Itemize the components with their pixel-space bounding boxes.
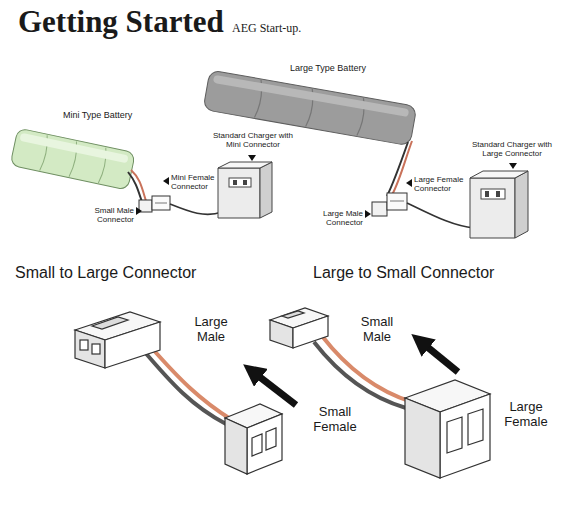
large-female-connector-top bbox=[390, 201, 404, 202]
connector-label: Large Female bbox=[496, 400, 556, 430]
subtitle: AEG Start-up. bbox=[232, 22, 352, 36]
right-adapter-wires bbox=[314, 336, 412, 408]
large-charger-cable bbox=[407, 203, 474, 228]
section-heading: Small to Large Connector bbox=[15, 264, 255, 282]
right-adapter-wires bbox=[314, 342, 406, 408]
large-male-plug bbox=[92, 344, 100, 354]
connector-label: Small Male bbox=[352, 315, 402, 345]
small-female-plug bbox=[225, 418, 247, 474]
mini-wires bbox=[128, 172, 142, 202]
large-male-plug bbox=[75, 312, 160, 368]
part-label: Mini Type Battery bbox=[63, 110, 163, 120]
large-male-connector-top bbox=[372, 202, 387, 216]
small-male-connector bbox=[139, 200, 152, 212]
large-battery bbox=[213, 75, 409, 117]
mini-wires bbox=[128, 170, 146, 202]
large-female-connector-top bbox=[387, 193, 407, 210]
mini-battery bbox=[10, 128, 135, 190]
large-female-connector-top bbox=[387, 193, 407, 210]
left-adapter-wires bbox=[150, 346, 232, 420]
mini-charger bbox=[229, 178, 251, 187]
large-charger bbox=[470, 171, 528, 238]
large-female-plug bbox=[405, 380, 490, 478]
small-female-plug bbox=[252, 434, 262, 456]
small-female-plug bbox=[266, 428, 276, 450]
large-male-plug bbox=[92, 317, 128, 329]
part-label: Large Female Connector bbox=[414, 175, 470, 193]
part-label: Mini Female Connector bbox=[171, 173, 223, 191]
large-charger bbox=[470, 178, 515, 238]
mini-battery bbox=[10, 128, 135, 190]
large-charger bbox=[481, 189, 505, 199]
part-label: Standard Charger with Large Connector bbox=[466, 140, 558, 158]
large-wires bbox=[387, 142, 408, 196]
pointer-triangles bbox=[136, 207, 142, 215]
pointer-triangles bbox=[509, 163, 517, 169]
small-female-plug bbox=[225, 404, 282, 474]
part-label: Large Type Battery bbox=[290, 63, 400, 73]
mini-charger-cable bbox=[170, 204, 222, 214]
section-heading: Large to Small Connector bbox=[313, 264, 553, 282]
small-male-plug bbox=[282, 311, 304, 318]
mini-female-connector bbox=[155, 203, 167, 204]
small-male-plug bbox=[270, 308, 328, 348]
pointer-triangles bbox=[406, 179, 412, 187]
small-male-connector bbox=[139, 200, 152, 212]
part-label: Large Male Connector bbox=[314, 209, 363, 227]
connector-label: Small Female bbox=[306, 405, 364, 435]
connector-label: Large Male bbox=[186, 315, 236, 345]
mini-wires bbox=[131, 170, 146, 201]
mini-charger bbox=[233, 180, 237, 185]
small-female-plug bbox=[247, 414, 282, 474]
part-label: Standard Charger with Mini Connector bbox=[210, 131, 296, 149]
large-female-plug bbox=[447, 417, 462, 453]
large-charger bbox=[496, 191, 500, 197]
mini-female-connector bbox=[152, 196, 170, 210]
large-female-plug bbox=[440, 394, 490, 478]
large-male-plug bbox=[80, 340, 88, 350]
large-male-connector-top bbox=[372, 202, 387, 216]
large-male-plug bbox=[75, 330, 105, 368]
page-title: Getting Started bbox=[18, 4, 224, 40]
direction-arrow bbox=[252, 371, 296, 405]
pointer-triangles bbox=[163, 177, 169, 185]
large-female-plug bbox=[468, 409, 483, 445]
small-male-plug bbox=[293, 316, 328, 348]
mini-charger bbox=[218, 162, 272, 168]
large-male-plug bbox=[105, 322, 160, 368]
large-charger bbox=[470, 171, 528, 178]
large-wires bbox=[387, 141, 412, 196]
pointer-triangles bbox=[248, 155, 256, 161]
pointer-triangles bbox=[365, 210, 371, 218]
large-charger bbox=[515, 171, 528, 238]
mini-charger bbox=[260, 162, 272, 218]
mini-charger bbox=[218, 168, 260, 218]
mini-battery bbox=[19, 133, 128, 164]
small-male-plug bbox=[270, 320, 293, 348]
large-charger bbox=[485, 191, 489, 197]
mini-female-connector bbox=[152, 196, 170, 210]
direction-arrow bbox=[420, 341, 458, 372]
part-label: Small Male Connector bbox=[86, 206, 134, 224]
pointer-triangles bbox=[136, 155, 517, 218]
large-female-plug bbox=[405, 398, 440, 478]
large-wires bbox=[392, 141, 412, 195]
mini-charger bbox=[218, 162, 272, 218]
left-adapter-wires bbox=[143, 346, 232, 424]
left-adapter-wires bbox=[143, 350, 226, 424]
mini-charger bbox=[243, 180, 247, 185]
